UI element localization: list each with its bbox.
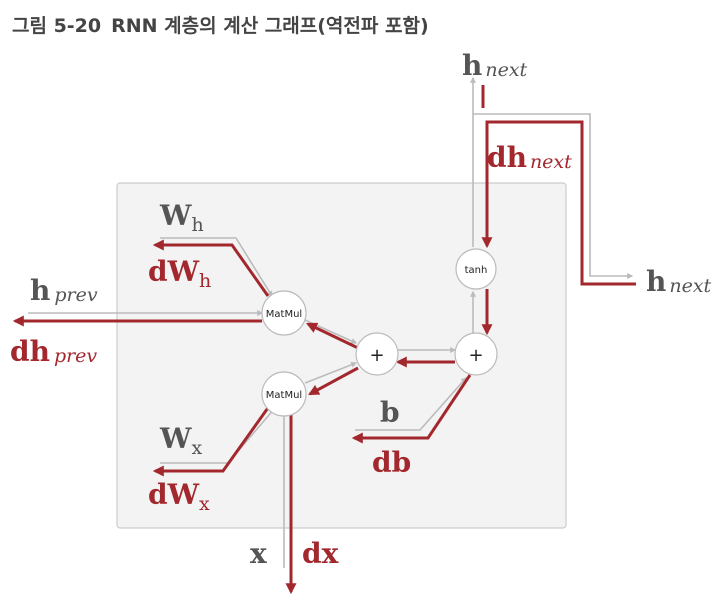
matmulx-to-add-arrow (304, 361, 358, 384)
tanh-node: tanh (455, 248, 497, 290)
hnext-right-forward-arrow (473, 113, 634, 279)
wh-forward-arrow (160, 237, 273, 298)
add-right-node: + (454, 332, 498, 376)
dx-label: dx (302, 537, 339, 570)
dwx-arrow (152, 404, 272, 477)
matmul-h-node: MatMul (261, 290, 307, 336)
matmul-h-label: MatMul (266, 309, 302, 320)
add-left-label: + (369, 345, 384, 366)
add-left-node: + (355, 332, 399, 376)
dwh-label: dWh (148, 255, 211, 292)
db-arrow (351, 374, 472, 444)
dwx-label: dWx (148, 478, 210, 515)
add-to-matmulh-backward-arrow (306, 322, 359, 350)
dwh-arrow (152, 239, 270, 297)
tanh-label: tanh (465, 265, 488, 276)
matmul-x-node: MatMul (261, 371, 307, 417)
backward-arrows (12, 85, 636, 595)
add-to-matmulx-backward-arrow (308, 366, 359, 396)
rnn-layer-box (116, 182, 567, 529)
x-label: x (250, 537, 267, 570)
wh-label: Wh (159, 199, 204, 236)
b-label: b (380, 396, 400, 429)
dhnext-loop-arrow (481, 120, 636, 286)
add-right-label: + (468, 345, 483, 366)
db-label: db (372, 446, 411, 479)
matmul-x-label: MatMul (266, 390, 302, 401)
b-forward-arrow (355, 377, 467, 431)
forward-arrows (28, 76, 634, 568)
wx-label: Wx (159, 422, 202, 459)
